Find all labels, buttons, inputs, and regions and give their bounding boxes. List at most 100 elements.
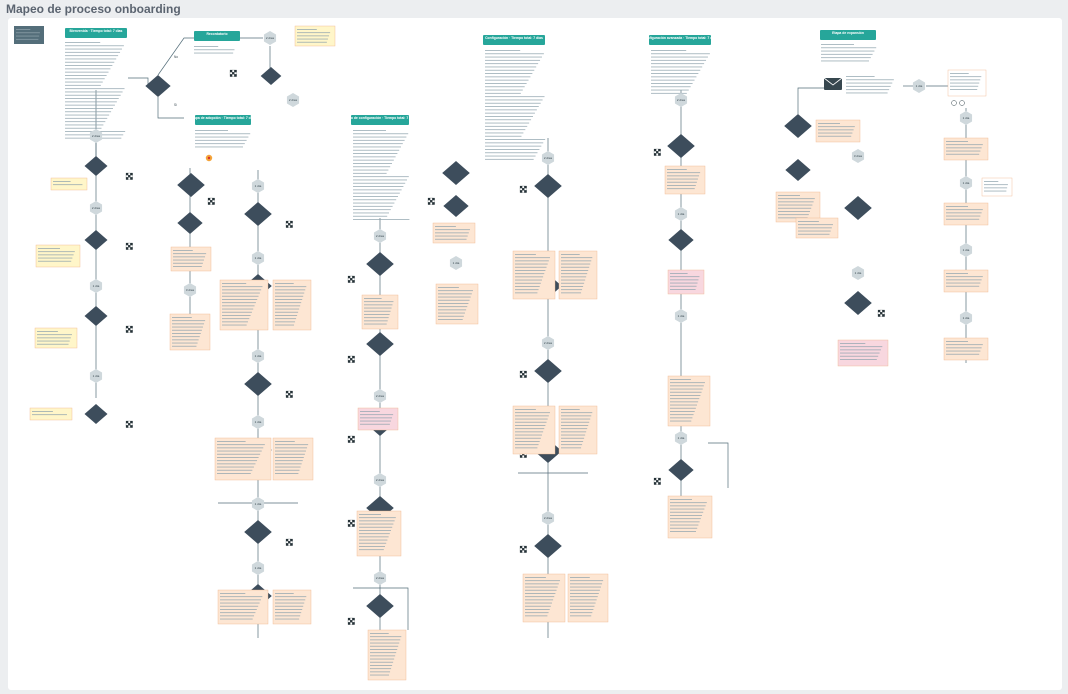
sticky-note	[272, 589, 312, 625]
hexagon-shape	[373, 473, 387, 487]
flag-cell	[125, 423, 129, 426]
flag-cell	[522, 375, 525, 378]
decision-diamond	[366, 252, 394, 276]
flag-cell	[519, 370, 523, 374]
text-line	[570, 589, 600, 591]
text-line	[275, 463, 302, 465]
text-line	[353, 189, 402, 191]
text-line	[222, 305, 255, 307]
flag-cell	[347, 358, 351, 361]
text-line	[667, 172, 701, 174]
hexagon-shape	[89, 129, 103, 143]
sticky-note	[567, 573, 609, 623]
note-box	[512, 250, 556, 300]
text-line	[353, 205, 393, 207]
note-box	[512, 405, 556, 455]
hexagon-shape	[541, 151, 555, 165]
text-line	[670, 411, 695, 412]
flag-cell	[125, 328, 129, 331]
connector	[708, 442, 729, 488]
text-line	[173, 250, 193, 251]
text-line	[561, 412, 593, 414]
wait-hexagon: 1 día	[674, 207, 688, 221]
text-line	[275, 299, 303, 300]
wait-label: 1 día	[453, 261, 460, 265]
text-line	[515, 292, 538, 294]
wait-label: 2 días	[92, 134, 101, 138]
connector	[157, 37, 194, 76]
text-line	[515, 254, 536, 255]
decision-shape	[443, 195, 469, 217]
wait-label: 2 días	[266, 36, 275, 40]
text-line	[840, 355, 879, 357]
flag-cell	[128, 175, 131, 178]
wait-label: 2 días	[376, 394, 385, 398]
text-line	[275, 469, 300, 471]
flag-cell	[288, 538, 291, 542]
sticky-note	[943, 269, 989, 293]
text-line	[946, 350, 981, 352]
text-line	[353, 159, 394, 161]
decision-diamond	[534, 359, 562, 383]
text-line	[667, 181, 697, 183]
text-line	[670, 398, 700, 400]
text-line	[65, 117, 108, 119]
wait-label: 1 día	[93, 374, 100, 378]
finish-flag-icon	[125, 242, 133, 250]
text-line	[515, 266, 547, 268]
decision-shape	[145, 75, 171, 97]
text-line	[275, 308, 300, 310]
description-text	[194, 46, 235, 54]
hexagon-shape	[541, 511, 555, 525]
text-line	[570, 577, 590, 578]
text-line	[65, 101, 117, 103]
flag-cell	[347, 435, 351, 439]
text-line	[946, 141, 968, 142]
flag-cell	[352, 275, 355, 279]
sticky-note	[943, 202, 989, 226]
text-line	[670, 518, 701, 520]
text-line	[275, 460, 303, 462]
decision-shape	[784, 114, 812, 138]
flag-cell	[347, 355, 351, 359]
text-line	[798, 233, 830, 235]
text-line	[651, 63, 705, 65]
text-line	[275, 450, 306, 452]
text-line	[821, 57, 871, 59]
text-line	[275, 602, 305, 604]
text-line	[946, 347, 982, 349]
text-line	[485, 102, 541, 104]
flag-cell	[352, 278, 355, 281]
text-line	[818, 123, 840, 124]
flag-cell	[285, 393, 289, 396]
note-box	[361, 294, 399, 330]
text-line	[670, 385, 704, 387]
text-line	[53, 181, 71, 182]
text-line	[670, 382, 705, 384]
text-line	[670, 414, 694, 416]
text-line	[946, 276, 983, 278]
text-line	[275, 605, 304, 607]
hexagon-shape	[373, 389, 387, 403]
flag-cell	[519, 188, 523, 191]
text-line	[946, 153, 980, 155]
flag-cell	[207, 202, 211, 205]
flag-cell	[432, 200, 435, 203]
flag-cell	[653, 480, 657, 483]
flag-cell	[653, 151, 657, 154]
text-line	[38, 248, 60, 249]
text-line	[65, 108, 113, 109]
text-line	[667, 178, 698, 180]
wait-label: 1 día	[678, 212, 685, 216]
flag-cell	[882, 314, 885, 317]
wait-label: 1 día	[678, 436, 685, 440]
wait-hexagon: 2 días	[373, 229, 387, 243]
text-line	[515, 286, 540, 287]
text-line	[950, 79, 981, 81]
text-line	[515, 270, 546, 271]
decision-shape	[534, 534, 562, 558]
text-line	[65, 78, 105, 80]
text-line	[353, 192, 400, 194]
